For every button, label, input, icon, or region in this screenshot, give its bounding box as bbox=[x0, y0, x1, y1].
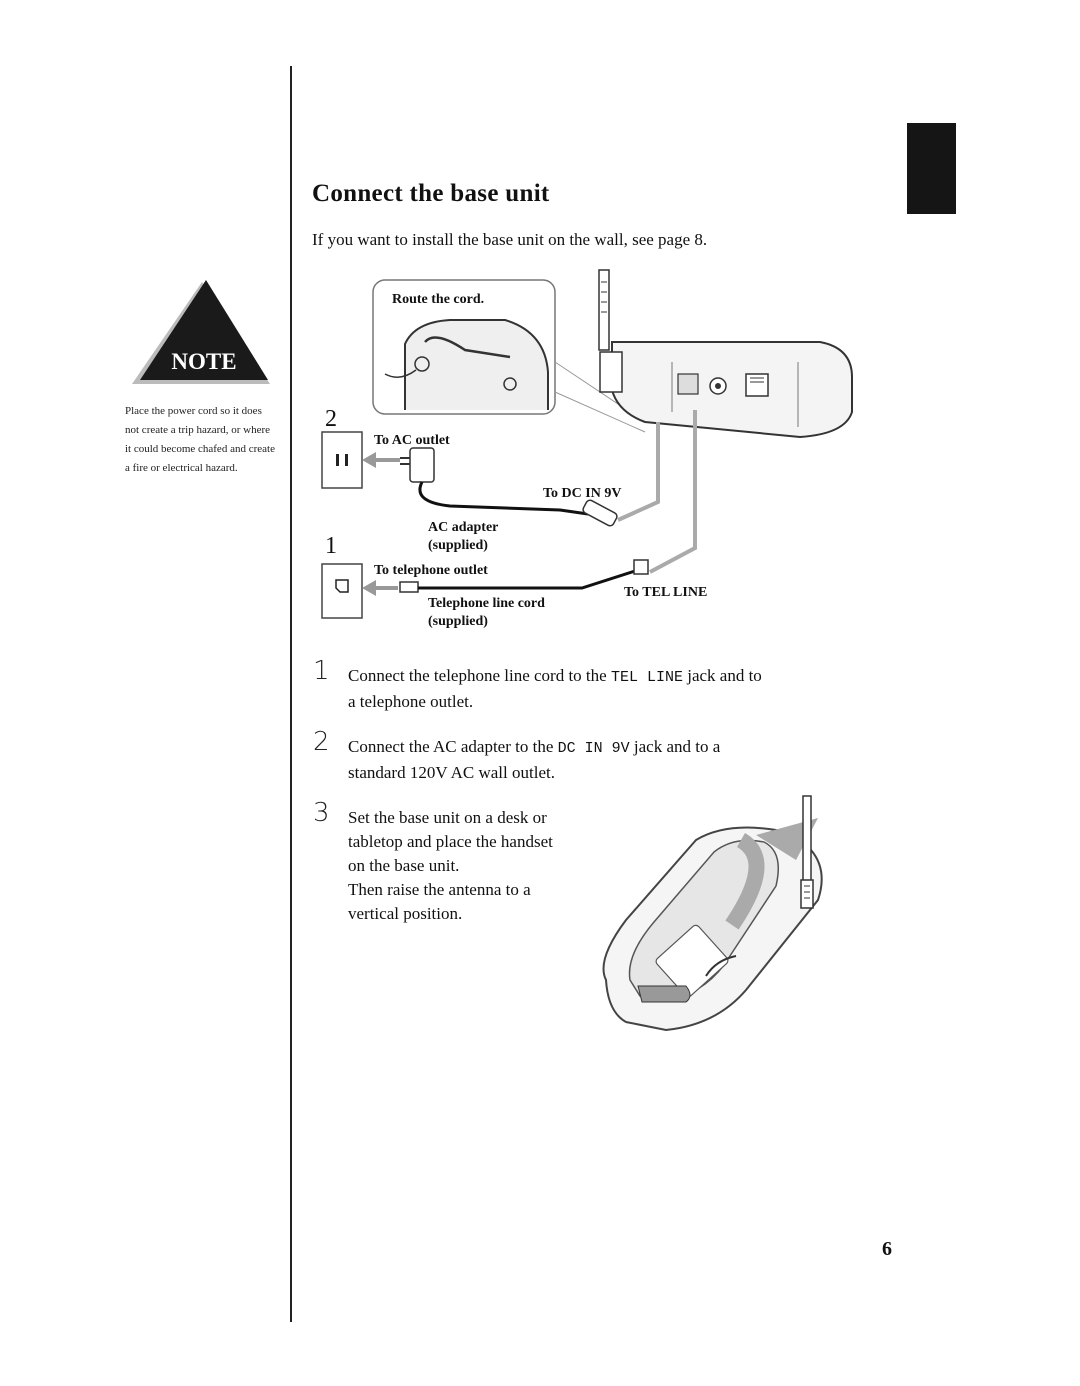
ac-wall-outlet bbox=[321, 431, 363, 489]
base-unit-back-illustration bbox=[611, 341, 853, 439]
page-title: Connect the base unit bbox=[312, 180, 550, 207]
step-3-text: Set the base unit on a desk or tabletop … bbox=[348, 808, 553, 923]
note-text: Place the power cord so it does not crea… bbox=[125, 405, 275, 474]
step-3-number: 3 bbox=[313, 798, 330, 828]
telephone-line-cord-label: Telephone line cord bbox=[428, 596, 545, 611]
note-badge: NOTE bbox=[132, 280, 270, 384]
step-2-text: Connect the AC adapter to the DC IN 9V j… bbox=[348, 737, 721, 782]
base-unit-illustration bbox=[602, 795, 823, 1032]
to-telephone-outlet-label: To telephone outlet bbox=[374, 563, 488, 578]
to-dc-in-label: To DC IN 9V bbox=[543, 486, 622, 501]
margin-rule bbox=[290, 66, 292, 1322]
intro-text: If you want to install the base unit on … bbox=[312, 230, 708, 249]
base-underside-illustration bbox=[404, 319, 549, 410]
section-tab bbox=[907, 123, 956, 214]
diagram-step-1: 1 bbox=[325, 533, 337, 559]
tel-line-jack-label: TEL LINE bbox=[610, 669, 683, 686]
telephone-line-cord-supplied-label: (supplied) bbox=[428, 614, 488, 629]
antenna-illustration bbox=[598, 269, 610, 351]
connection-diagram bbox=[321, 269, 853, 619]
step-1-number: 1 bbox=[313, 656, 330, 686]
step-1-text: Connect the telephone line cord to the T… bbox=[348, 666, 762, 711]
page-number: 6 bbox=[882, 1238, 892, 1260]
ac-adapter-label: AC adapter bbox=[428, 520, 499, 535]
note-badge-label: NOTE bbox=[171, 349, 236, 374]
dc-in-jack-label: DC IN 9V bbox=[557, 740, 630, 757]
ac-adapter-illustration bbox=[409, 447, 435, 483]
diagram-step-2: 2 bbox=[325, 406, 337, 432]
ac-adapter-supplied-label: (supplied) bbox=[428, 538, 488, 553]
to-tel-line-label: To TEL LINE bbox=[624, 585, 708, 600]
telephone-wall-outlet bbox=[321, 563, 363, 619]
route-cord-label: Route the cord. bbox=[392, 292, 485, 307]
step-2-number: 2 bbox=[313, 727, 330, 757]
to-ac-outlet-label: To AC outlet bbox=[374, 433, 450, 448]
